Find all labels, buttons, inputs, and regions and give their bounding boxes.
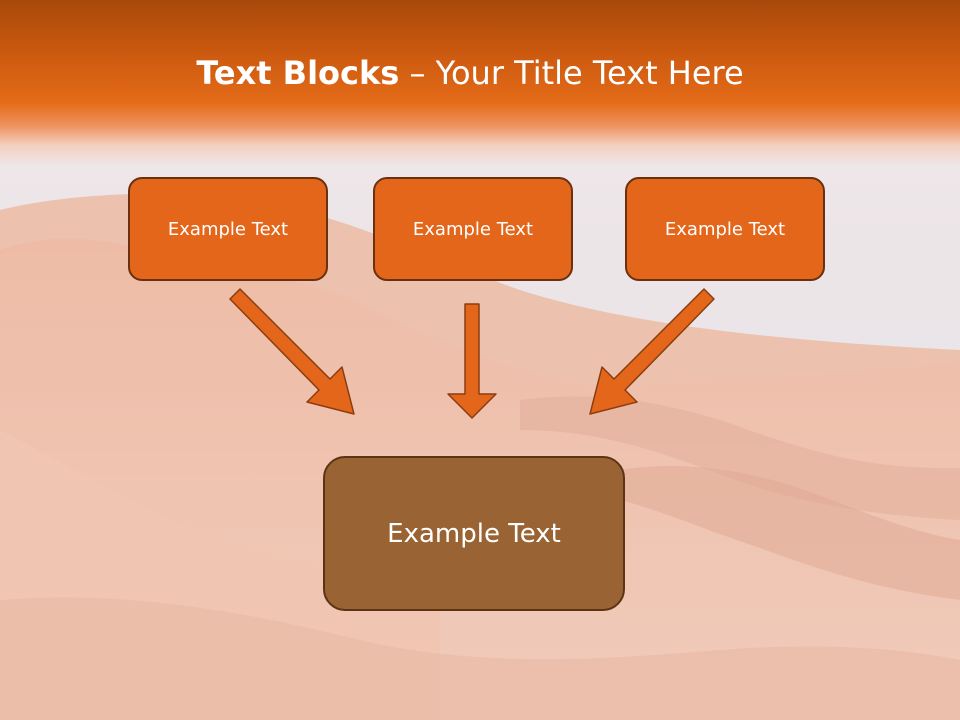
text-block-left: Example Text (128, 177, 328, 281)
dune-ridge-shadow (520, 396, 960, 520)
dune-foreground (0, 597, 960, 720)
slide-title-bold: Text Blocks (196, 54, 400, 92)
slide-title-dash: – (409, 54, 426, 92)
text-block-center-label: Example Text (412, 218, 534, 240)
text-block-center: Example Text (373, 177, 573, 281)
slide-title: Text Blocks – Your Title Text Here (0, 54, 940, 92)
text-block-bottom-label: Example Text (387, 518, 561, 549)
arrow-center-to-bottom (447, 303, 497, 419)
text-block-right: Example Text (625, 177, 825, 281)
text-block-left-label: Example Text (167, 218, 289, 240)
dune-shadow-right (620, 465, 960, 600)
arrow-right-to-bottom (589, 288, 715, 415)
text-block-bottom: Example Text (323, 456, 625, 611)
title-band (0, 0, 960, 165)
text-block-right-label: Example Text (664, 218, 786, 240)
arrow-left-to-bottom (229, 288, 355, 415)
slide-title-rest: Your Title Text Here (435, 54, 744, 92)
